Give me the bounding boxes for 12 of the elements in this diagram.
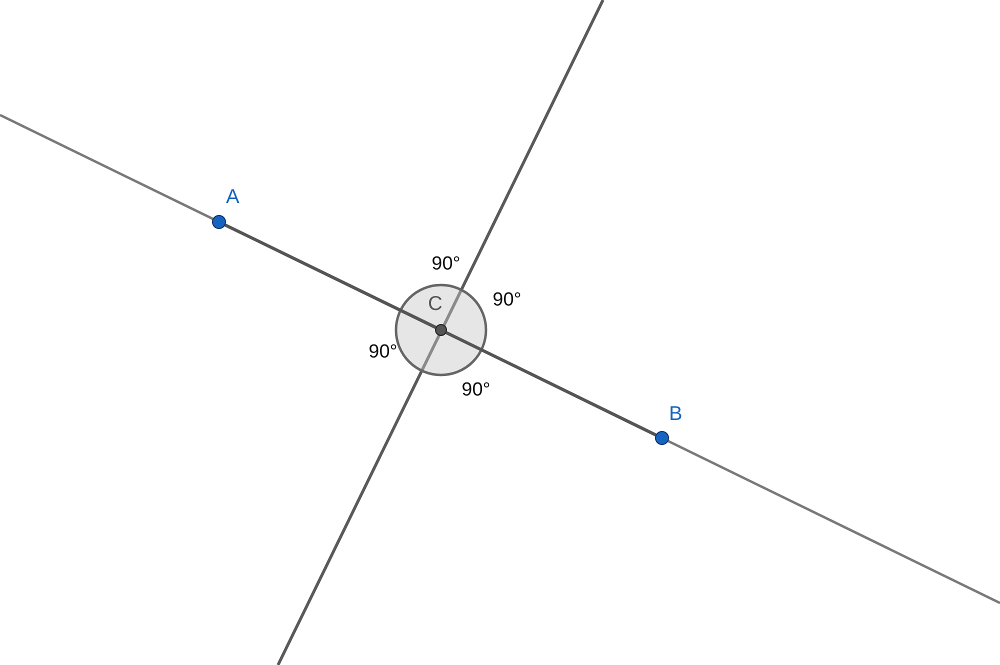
point-marker [212,215,226,229]
point-label: A [226,187,240,207]
angle-label: 90° [492,290,522,310]
line-segment [224,224,436,329]
point-marker [435,324,447,336]
point-label: C [428,294,442,314]
angle-label: 90° [432,254,460,274]
point-label: B [669,404,682,424]
angle-label: 90° [462,380,490,400]
point-marker [655,431,669,445]
line-segment [446,331,656,436]
angle-label: 90° [368,342,398,362]
